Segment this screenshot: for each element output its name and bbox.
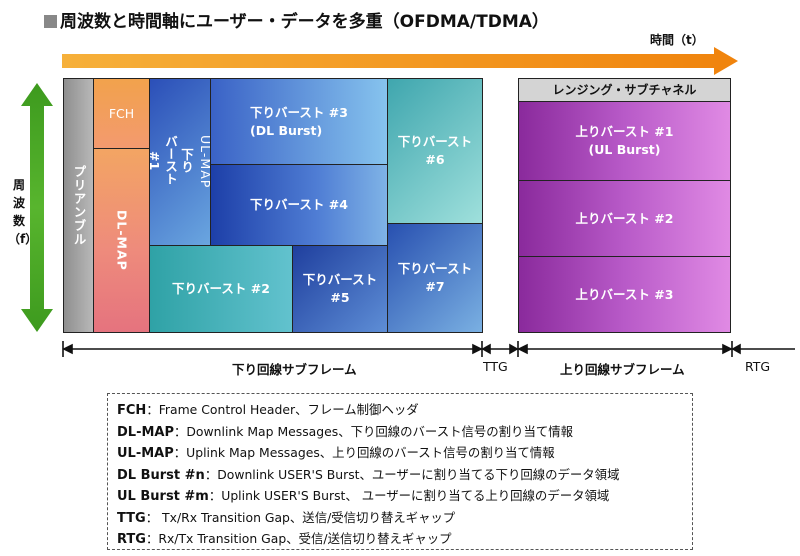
ranging-subchannel-block: レンジング・サブチャネル [518, 78, 731, 102]
title-text: 周波数と時間軸にユーザー・データを多重（OFDMA/TDMA） [60, 12, 549, 32]
rtg-label: RTG [745, 359, 771, 374]
ul-burst-1-label: 上りバースト #1 (UL Burst) [575, 124, 674, 157]
definition-term: RTG [117, 532, 146, 547]
dl-burst-4-block: 下りバースト #4 [210, 164, 388, 246]
freq-label-char: 数 [12, 214, 25, 228]
dl-burst-6-label: 下りバースト #6 [397, 134, 473, 167]
frequency-axis-label: 周 波 数 （f） [8, 176, 38, 248]
diagram-title: 周波数と時間軸にユーザー・データを多重（OFDMA/TDMA） [44, 7, 549, 32]
ul-burst-3-block: 上りバースト #3 [518, 256, 731, 333]
dl-burst-3-label: 下りバースト #3 (DL Burst) [250, 104, 348, 138]
dl-burst-2-label: 下りバースト #2 [172, 281, 270, 296]
definition-desc: ： Tx/Rx Transition Gap、送信/受信切り替えギャップ [145, 509, 456, 525]
ul-subframe-label: 上り回線サブフレーム [560, 362, 685, 377]
definition-term: DL Burst #n [117, 467, 205, 483]
dl-map-label: DL-MAP [114, 210, 130, 271]
definition-term: UL-MAP [117, 446, 174, 461]
dl-burst-7-block: 下りバースト #7 [387, 223, 483, 333]
dl-burst-4-label: 下りバースト #4 [250, 197, 348, 212]
definition-desc: ：Rx/Tx Transition Gap、受信/送信切り替えギャップ [145, 531, 452, 546]
fch-block: FCH [93, 78, 150, 149]
definition-row: FCH：Frame Control Header、フレーム制御ヘッダ [117, 400, 683, 422]
definitions-legend: FCH：Frame Control Header、フレーム制御ヘッダ DL-MA… [107, 393, 693, 550]
dl-burst-5-block: 下りバースト #5 [292, 245, 388, 333]
definition-row: DL-MAP：Downlink Map Messages、下り回線のバースト信号… [117, 422, 683, 444]
dl-burst-3-block: 下りバースト #3 (DL Burst) [210, 78, 388, 165]
time-axis-label: 時間（t） [650, 33, 704, 47]
ttg-label: TTG [483, 359, 508, 374]
fch-label: FCH [108, 105, 135, 121]
definition-desc: ：Uplink Map Messages、上り回線のバースト信号の割り当て情報 [173, 445, 555, 460]
definition-term: DL-MAP [117, 424, 174, 440]
definition-term: FCH [117, 403, 147, 418]
dl-subframe-label: 下り回線サブフレーム [232, 362, 357, 377]
dl-map-block: DL-MAP [93, 148, 150, 333]
preamble-block: プリアンブル [63, 78, 94, 333]
frequency-arrow [21, 83, 53, 332]
definition-term: UL Burst #m [117, 489, 209, 504]
ul-map-label: UL-MAP [198, 135, 213, 189]
ul-burst-2-block: 上りバースト #2 [518, 180, 731, 257]
ul-map-block: UL-MAP 下り バースト #1 [146, 78, 214, 246]
ul-burst-2-label: 上りバースト #2 [575, 210, 674, 226]
ul-burst-3-label: 上りバースト #3 [575, 286, 674, 302]
definition-term: TTG [117, 510, 146, 526]
definition-row: UL-MAP：Uplink Map Messages、上り回線のバースト信号の割… [117, 443, 683, 465]
dl-burst-7-label: 下りバースト #7 [397, 261, 473, 294]
dl-burst-2-block: 下りバースト #2 [149, 245, 293, 333]
preamble-label: プリアンブル [71, 165, 87, 246]
freq-label-char: 波 [12, 196, 25, 210]
definition-desc: ：Downlink Map Messages、下り回線のバースト信号の割り当て情… [174, 423, 574, 439]
dl-burst-5-label: 下りバースト #5 [302, 272, 378, 305]
ul-map-label-group: UL-MAP 下り バースト #1 [146, 135, 214, 188]
time-arrow [62, 47, 738, 75]
freq-label-char: （f） [8, 232, 38, 246]
ranging-label: レンジング・サブチャネル [552, 83, 697, 97]
definition-desc: ：Frame Control Header、フレーム制御ヘッダ [146, 402, 419, 417]
ul-burst-1-block: 上りバースト #1 (UL Burst) [518, 101, 731, 181]
definition-desc: ：Uplink USER'S Burst、 ユーザーに割り当てる上り回線のデータ… [208, 488, 610, 503]
definition-row: TTG： Tx/Rx Transition Gap、送信/受信切り替えギャップ [117, 508, 683, 530]
definition-desc: ：Downlink USER'S Burst、ユーザーに割り当てる下り回線のデー… [204, 466, 620, 482]
title-bullet-icon [44, 15, 57, 28]
timeline-brackets [62, 341, 795, 357]
dl-burst-6-block: 下りバースト #6 [387, 78, 483, 224]
dl-burst-1-label: 下り バースト #1 [147, 135, 194, 186]
definition-row: UL Burst #m：Uplink USER'S Burst、 ユーザーに割り… [117, 486, 683, 508]
definition-row: RTG：Rx/Tx Transition Gap、受信/送信切り替えギャップ [117, 529, 683, 551]
definition-row: DL Burst #n：Downlink USER'S Burst、ユーザーに割… [117, 465, 683, 487]
freq-label-char: 周 [12, 178, 25, 192]
